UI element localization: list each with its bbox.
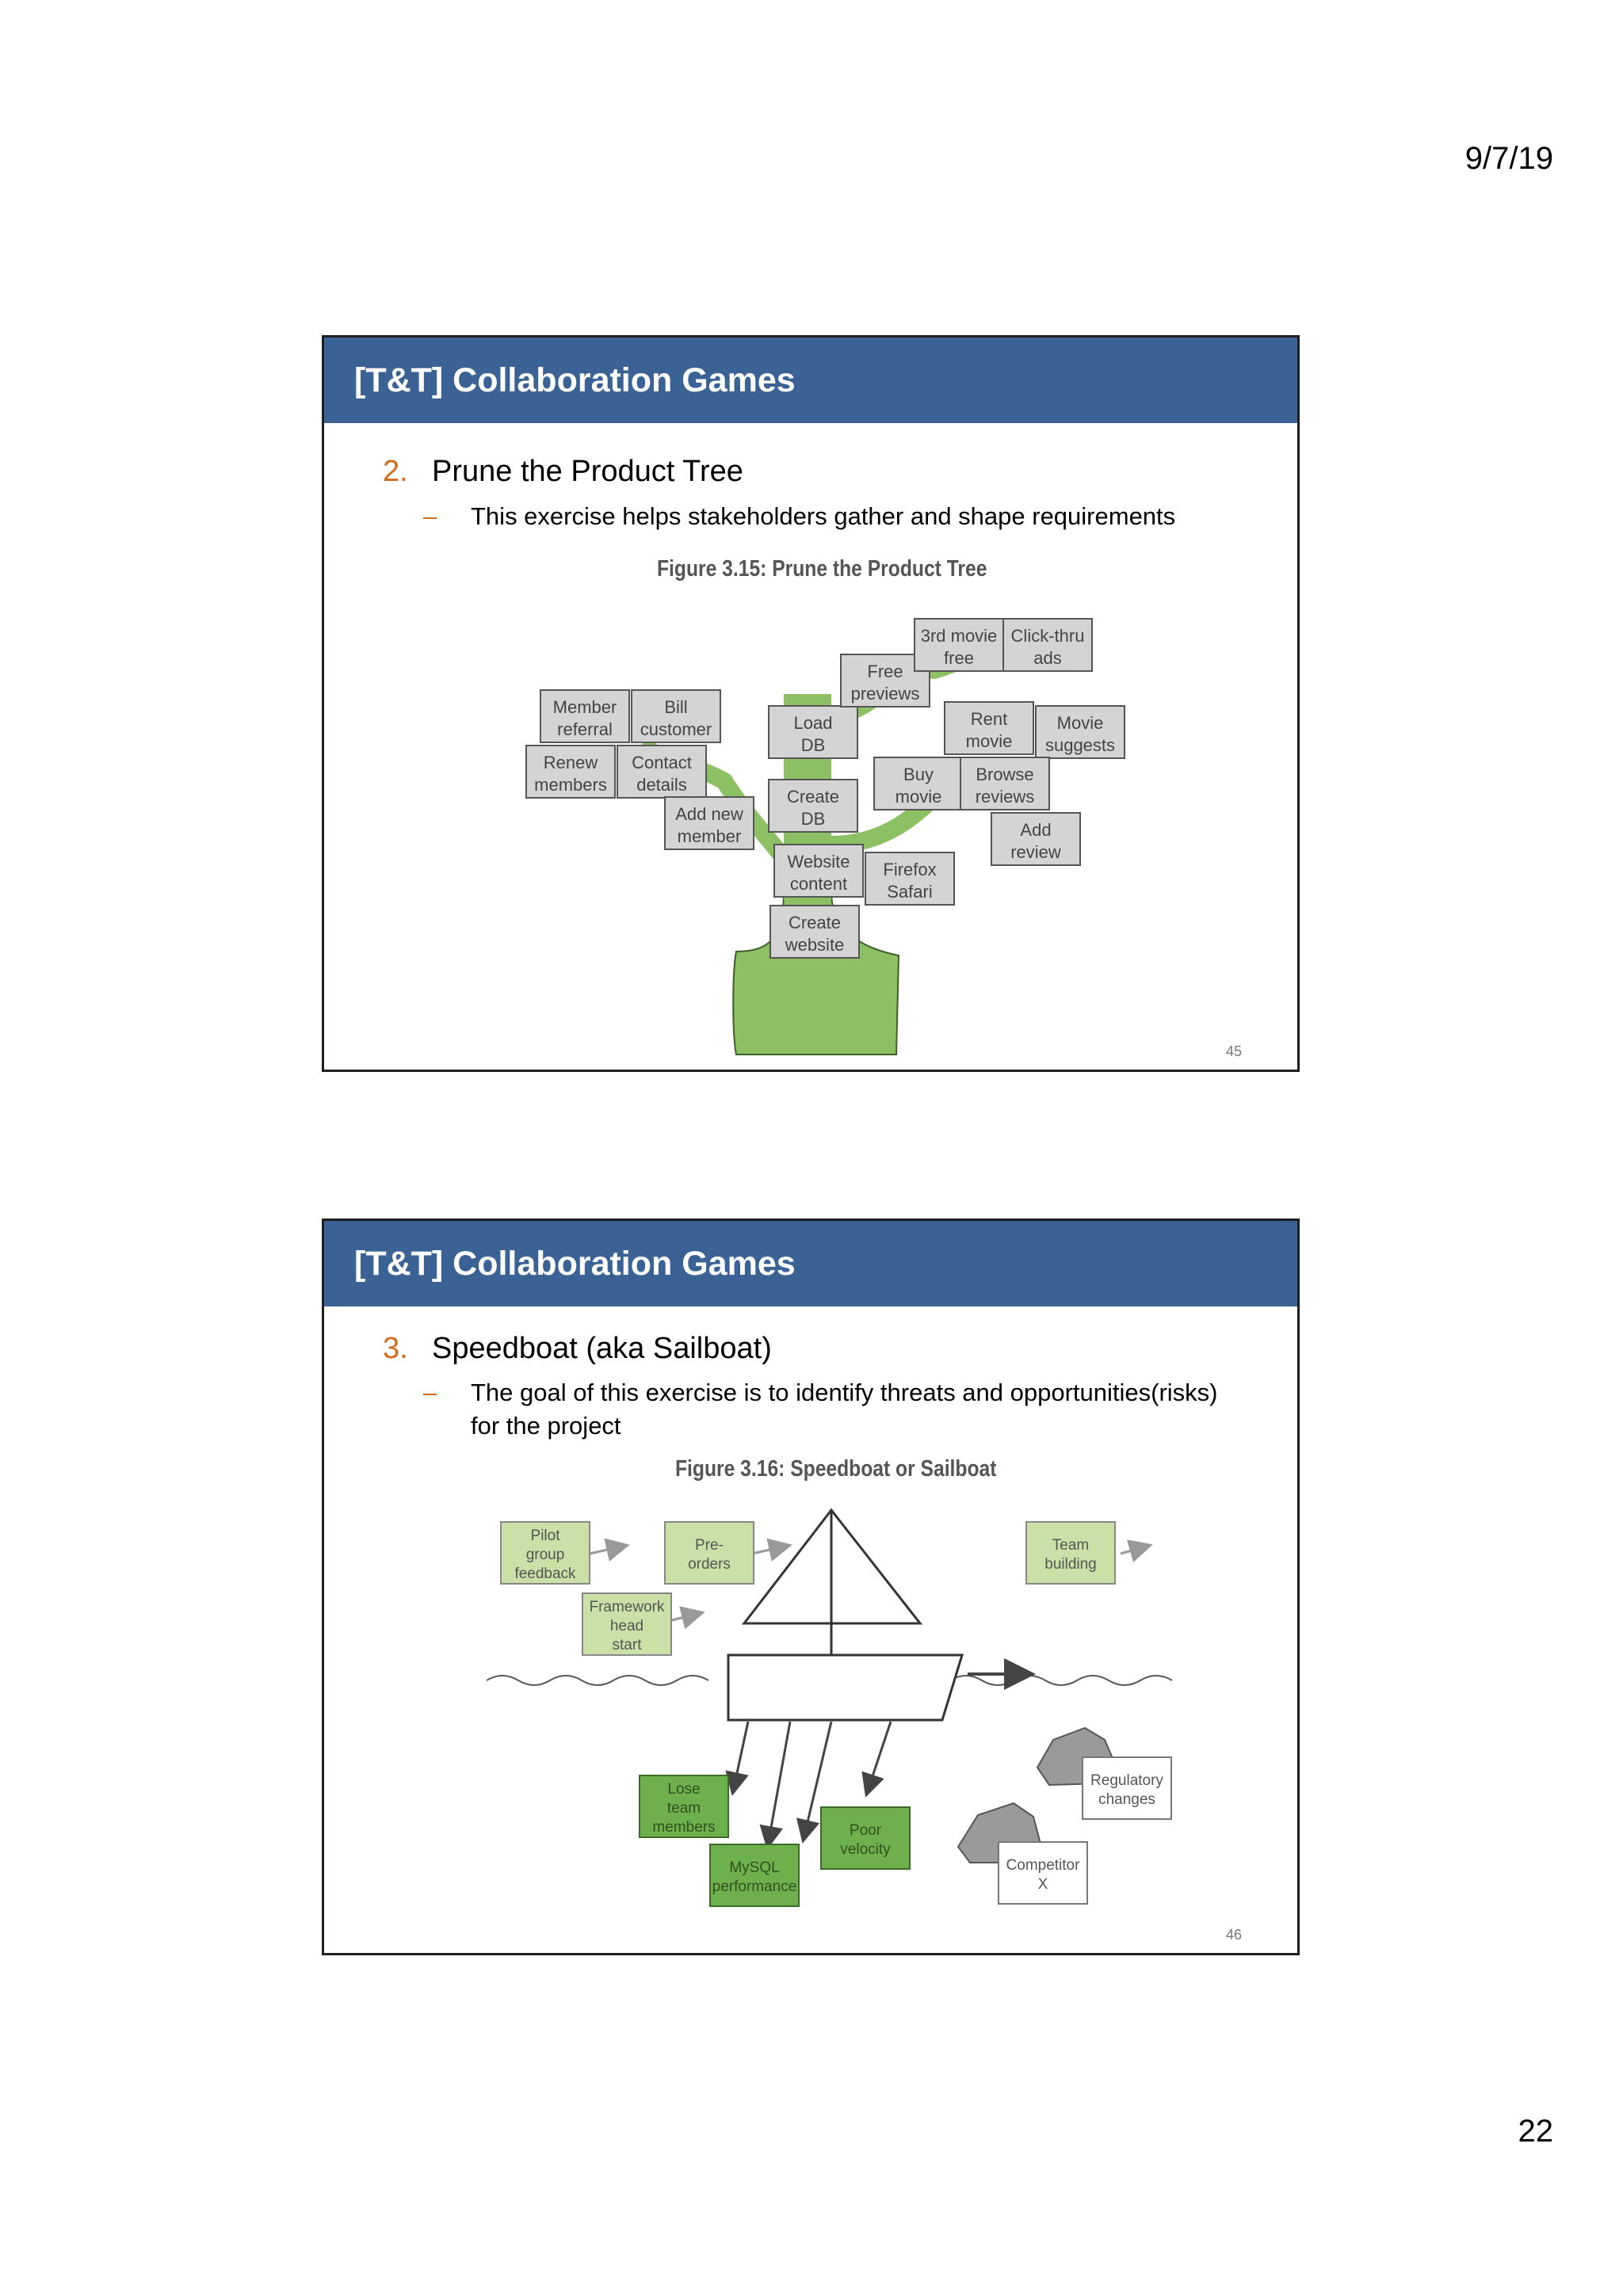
dash-bullet: – [423,1379,437,1406]
slide-number: 45 [1225,1043,1242,1059]
anchor-line-3 [796,1721,833,1844]
sub-bullet-text-line-2: for the project [471,1412,621,1440]
sub-bullet-text: This exercise helps stakeholders gather … [471,502,1176,530]
wind-arrow-2 [751,1538,792,1562]
slide-header: [T&T] Collaboration Games [324,338,1297,423]
sub-bullet: – The goal of this exercise is to identi… [423,1376,1239,1443]
item-title: Speedboat (aka Sailboat) [432,1332,772,1365]
page-number: 22 [1518,2114,1554,2149]
sub-bullet-text-line-1: The goal of this exercise is to identify… [471,1379,1218,1406]
sub-bullet: – This exercise helps stakeholders gathe… [423,500,1239,533]
wind-arrow-1 [589,1538,630,1562]
slide-prune-product-tree: [T&T] Collaboration Games 2. Prune the Pr… [322,335,1300,1072]
slide-header: [T&T] Collaboration Games [324,1221,1297,1306]
item-title: Prune the Product Tree [432,455,743,488]
slide-speedboat: [T&T] Collaboration Games 3. Speedboat (a… [322,1219,1300,1955]
wind-arrow-4 [1120,1539,1153,1563]
figure-title: Figure 3.16: Speedboat or Sailboat [675,1456,997,1482]
anchor-line-4 [861,1721,892,1798]
list-item: 2. Prune the Product Tree [383,455,743,489]
slide-number: 46 [1225,1927,1242,1943]
boat-hull-icon [727,1653,964,1722]
anchor-line-1 [725,1721,750,1796]
anchor-line-2 [759,1721,792,1850]
dash-bullet: – [423,502,437,530]
card-pre-orders: Pre-orders [688,1537,731,1573]
page-date: 9/7/19 [1465,141,1553,176]
item-number: 3. [383,1332,408,1365]
figure-title: Figure 3.15: Prune the Product Tree [657,556,987,582]
water-line-right [949,1675,1173,1686]
list-item: 3. Speedboat (aka Sailboat) [383,1332,772,1366]
water-line-left [486,1675,709,1686]
item-number: 2. [383,455,408,488]
wind-arrow-3 [668,1606,705,1630]
